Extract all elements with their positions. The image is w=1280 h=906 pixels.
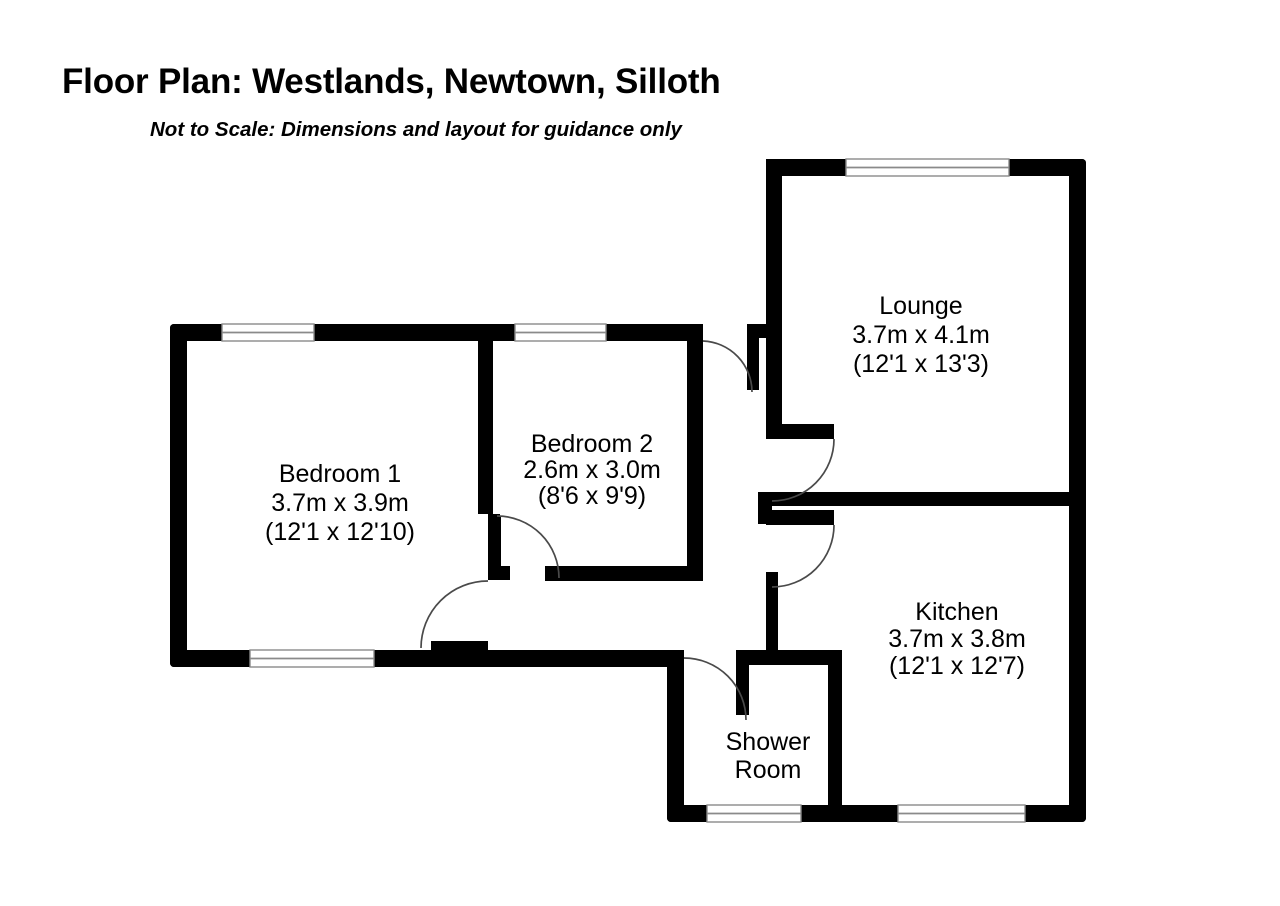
- bedroom2-imperial: (8'6 x 9'9): [538, 482, 646, 510]
- lounge-imperial: (12'1 x 13'3): [853, 350, 989, 378]
- wall-top-left-a: [170, 324, 225, 341]
- room-label-lounge: Lounge 3.7m x 4.1m (12'1 x 13'3): [852, 292, 990, 378]
- wall-bedroom1-bedroom2-divider: [478, 324, 493, 514]
- wall-hall-jog-upper-stub: [747, 324, 759, 390]
- wall-bottom-kitchen-c: [1022, 805, 1086, 822]
- windows-group: [221, 158, 1026, 823]
- window-lounge-top: [845, 158, 1010, 177]
- bedroom1-name: Bedroom 1: [279, 460, 401, 488]
- doors-group: [420, 340, 835, 721]
- door-arc-lounge-hall: [771, 438, 835, 502]
- shower-room-name-line2: Room: [735, 756, 802, 784]
- wall-shower-top: [736, 650, 841, 665]
- wall-top-right-a: [766, 159, 851, 176]
- page-title: Floor Plan: Westlands, Newtown, Silloth: [62, 62, 721, 101]
- wall-bottom-left-a: [170, 650, 253, 667]
- lounge-metric: 3.7m x 4.1m: [852, 321, 990, 349]
- wall-shower-right: [828, 650, 842, 822]
- room-label-shower-room: Shower Room: [726, 728, 811, 784]
- wall-bedroom2-bottom: [545, 566, 703, 581]
- shower-room-name-line1: Shower: [726, 728, 811, 756]
- door-arc-shower-room: [683, 657, 747, 721]
- window-bedroom1-top: [221, 323, 315, 342]
- wall-right-exterior: [1069, 159, 1086, 822]
- page-subtitle: Not to Scale: Dimensions and layout for …: [150, 118, 682, 141]
- kitchen-imperial: (12'1 x 12'7): [889, 652, 1025, 680]
- bedroom1-metric: 3.7m x 3.9m: [271, 489, 409, 517]
- room-labels-group: Lounge 3.7m x 4.1m (12'1 x 13'3) Bedroom…: [265, 292, 1026, 784]
- window-kitchen-bottom: [897, 804, 1026, 823]
- wall-lounge-kitchen-divider: [766, 492, 1069, 506]
- room-label-bedroom1: Bedroom 1 3.7m x 3.9m (12'1 x 12'10): [265, 460, 415, 546]
- wall-bottom-shower-b: [798, 805, 901, 822]
- window-shower-bottom: [706, 804, 802, 823]
- wall-bottom-left-c: [431, 641, 488, 667]
- wall-shower-left-stub: [736, 650, 749, 715]
- wall-left-exterior: [170, 324, 187, 667]
- wall-bottom-left-d: [488, 650, 684, 667]
- kitchen-name: Kitchen: [915, 598, 998, 626]
- door-arc-hall-corridor: [420, 580, 489, 649]
- wall-top-right-b: [1006, 159, 1086, 176]
- bedroom2-metric: 2.6m x 3.0m: [523, 456, 661, 484]
- door-arc-kitchen-hall: [771, 524, 835, 588]
- wall-lounge-west-upper: [766, 159, 782, 424]
- wall-bottom-left-b: [371, 650, 431, 667]
- wall-bottom-shower-a: [667, 805, 710, 822]
- door-arc-bedroom2-hall: [702, 340, 753, 393]
- window-bedroom2-top: [514, 323, 607, 342]
- window-bedroom1-bottom: [249, 649, 375, 668]
- door-arc-bedroom1-hall: [496, 515, 560, 579]
- wall-top-left-b: [311, 324, 518, 341]
- bedroom2-name: Bedroom 2: [531, 430, 653, 458]
- door-leaf-bedroom1: [492, 516, 501, 578]
- wall-bedroom2-right: [687, 324, 703, 580]
- wall-kitchen-west-lower: [766, 572, 778, 654]
- room-label-bedroom2: Bedroom 2 2.6m x 3.0m (8'6 x 9'9): [523, 430, 661, 510]
- lounge-name: Lounge: [879, 292, 962, 320]
- wall-top-left-c: [603, 324, 700, 341]
- wall-lower-left-exterior: [667, 650, 684, 822]
- kitchen-metric: 3.7m x 3.8m: [888, 625, 1026, 653]
- wall-lounge-west-lower-stub: [766, 424, 834, 439]
- wall-kitchen-west-stub: [766, 510, 834, 525]
- room-label-kitchen: Kitchen 3.7m x 3.8m (12'1 x 12'7): [888, 598, 1026, 680]
- bedroom1-imperial: (12'1 x 12'10): [265, 518, 415, 546]
